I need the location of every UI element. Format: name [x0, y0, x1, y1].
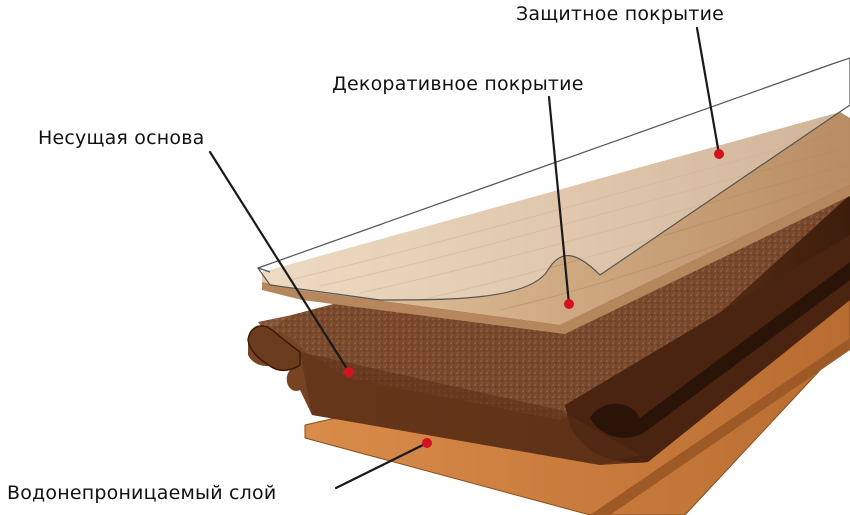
leader-line-core	[208, 150, 351, 374]
label-waterproof-layer: Водонепроницаемый слой	[7, 482, 277, 504]
marker-dots	[344, 149, 724, 448]
label-core-base: Несущая основа	[38, 127, 205, 149]
leader-lines	[208, 26, 721, 490]
leader-line-protective	[695, 26, 721, 156]
marker-dot-decorative	[564, 299, 574, 309]
label-protective-coating: Защитное покрытие	[516, 3, 725, 25]
leader-line-waterproof	[334, 441, 429, 490]
protective-layer	[257, 57, 850, 301]
marker-dot-protective	[714, 149, 724, 159]
marker-dot-core	[344, 367, 354, 377]
label-decorative-coating: Декоративное покрытие	[332, 73, 584, 95]
leader-line-decorative	[547, 95, 571, 306]
marker-dot-waterproof	[422, 438, 432, 448]
